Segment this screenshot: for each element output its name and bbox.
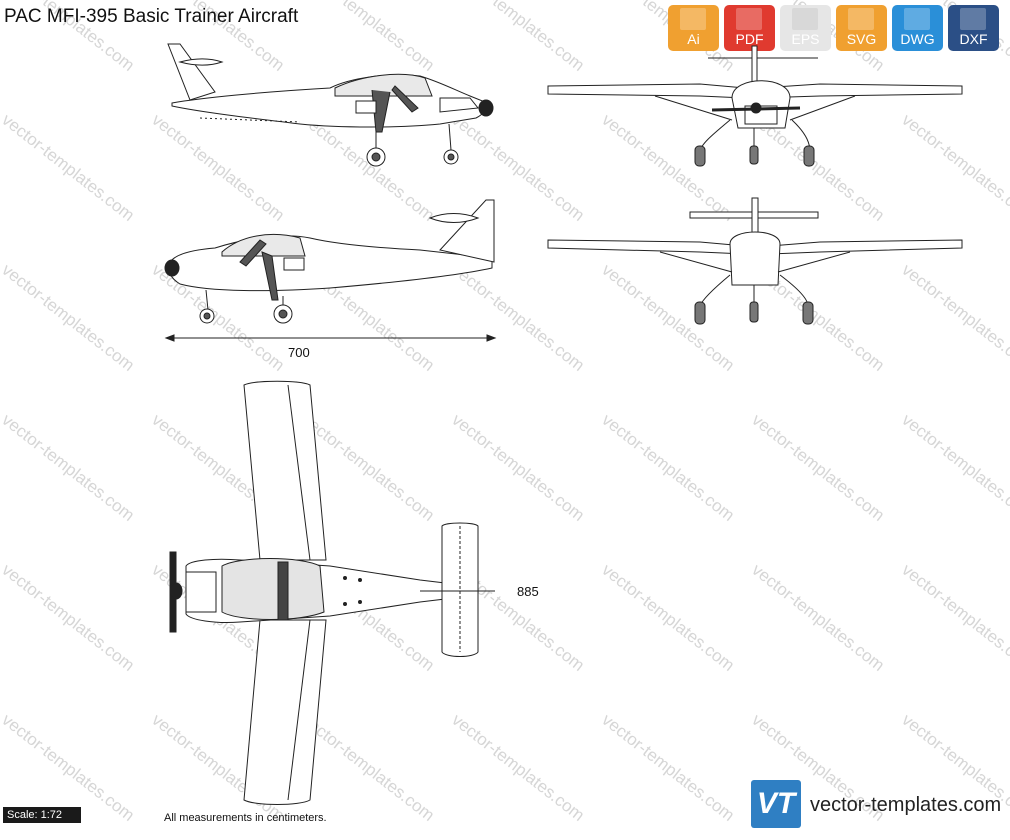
file-icon — [792, 8, 818, 30]
file-icon — [904, 8, 930, 30]
format-badge-pdf[interactable]: PDF — [724, 5, 775, 51]
side-view-right — [167, 43, 494, 167]
format-badge-ai[interactable]: Ai — [668, 5, 719, 51]
format-badge-dxf[interactable]: DXF — [948, 5, 999, 51]
front-view — [547, 45, 963, 167]
file-icon — [736, 8, 762, 30]
length-dimension-label: 700 — [288, 345, 310, 360]
length-dimension — [164, 334, 497, 342]
page-title: PAC MFI-395 Basic Trainer Aircraft — [4, 6, 299, 27]
format-badge-dwg[interactable]: DWG — [892, 5, 943, 51]
measurement-note: All measurements in centimeters. — [164, 812, 327, 824]
file-icon — [848, 8, 874, 30]
file-icon — [960, 8, 986, 30]
rear-view — [547, 197, 963, 325]
top-view — [169, 380, 495, 805]
side-view-left — [164, 199, 495, 324]
format-badge-eps[interactable]: EPS — [780, 5, 831, 51]
format-badge-svg[interactable]: SVG — [836, 5, 887, 51]
wingspan-dimension-label: 885 — [517, 584, 539, 599]
file-icon — [680, 8, 706, 30]
format-badges: Ai PDF EPS SVG DWG DXF — [668, 5, 999, 51]
site-link[interactable]: vector-templates.com — [810, 794, 1002, 816]
vt-logo: VT — [751, 780, 801, 828]
scale-label: Scale: 1:72 — [3, 807, 81, 823]
